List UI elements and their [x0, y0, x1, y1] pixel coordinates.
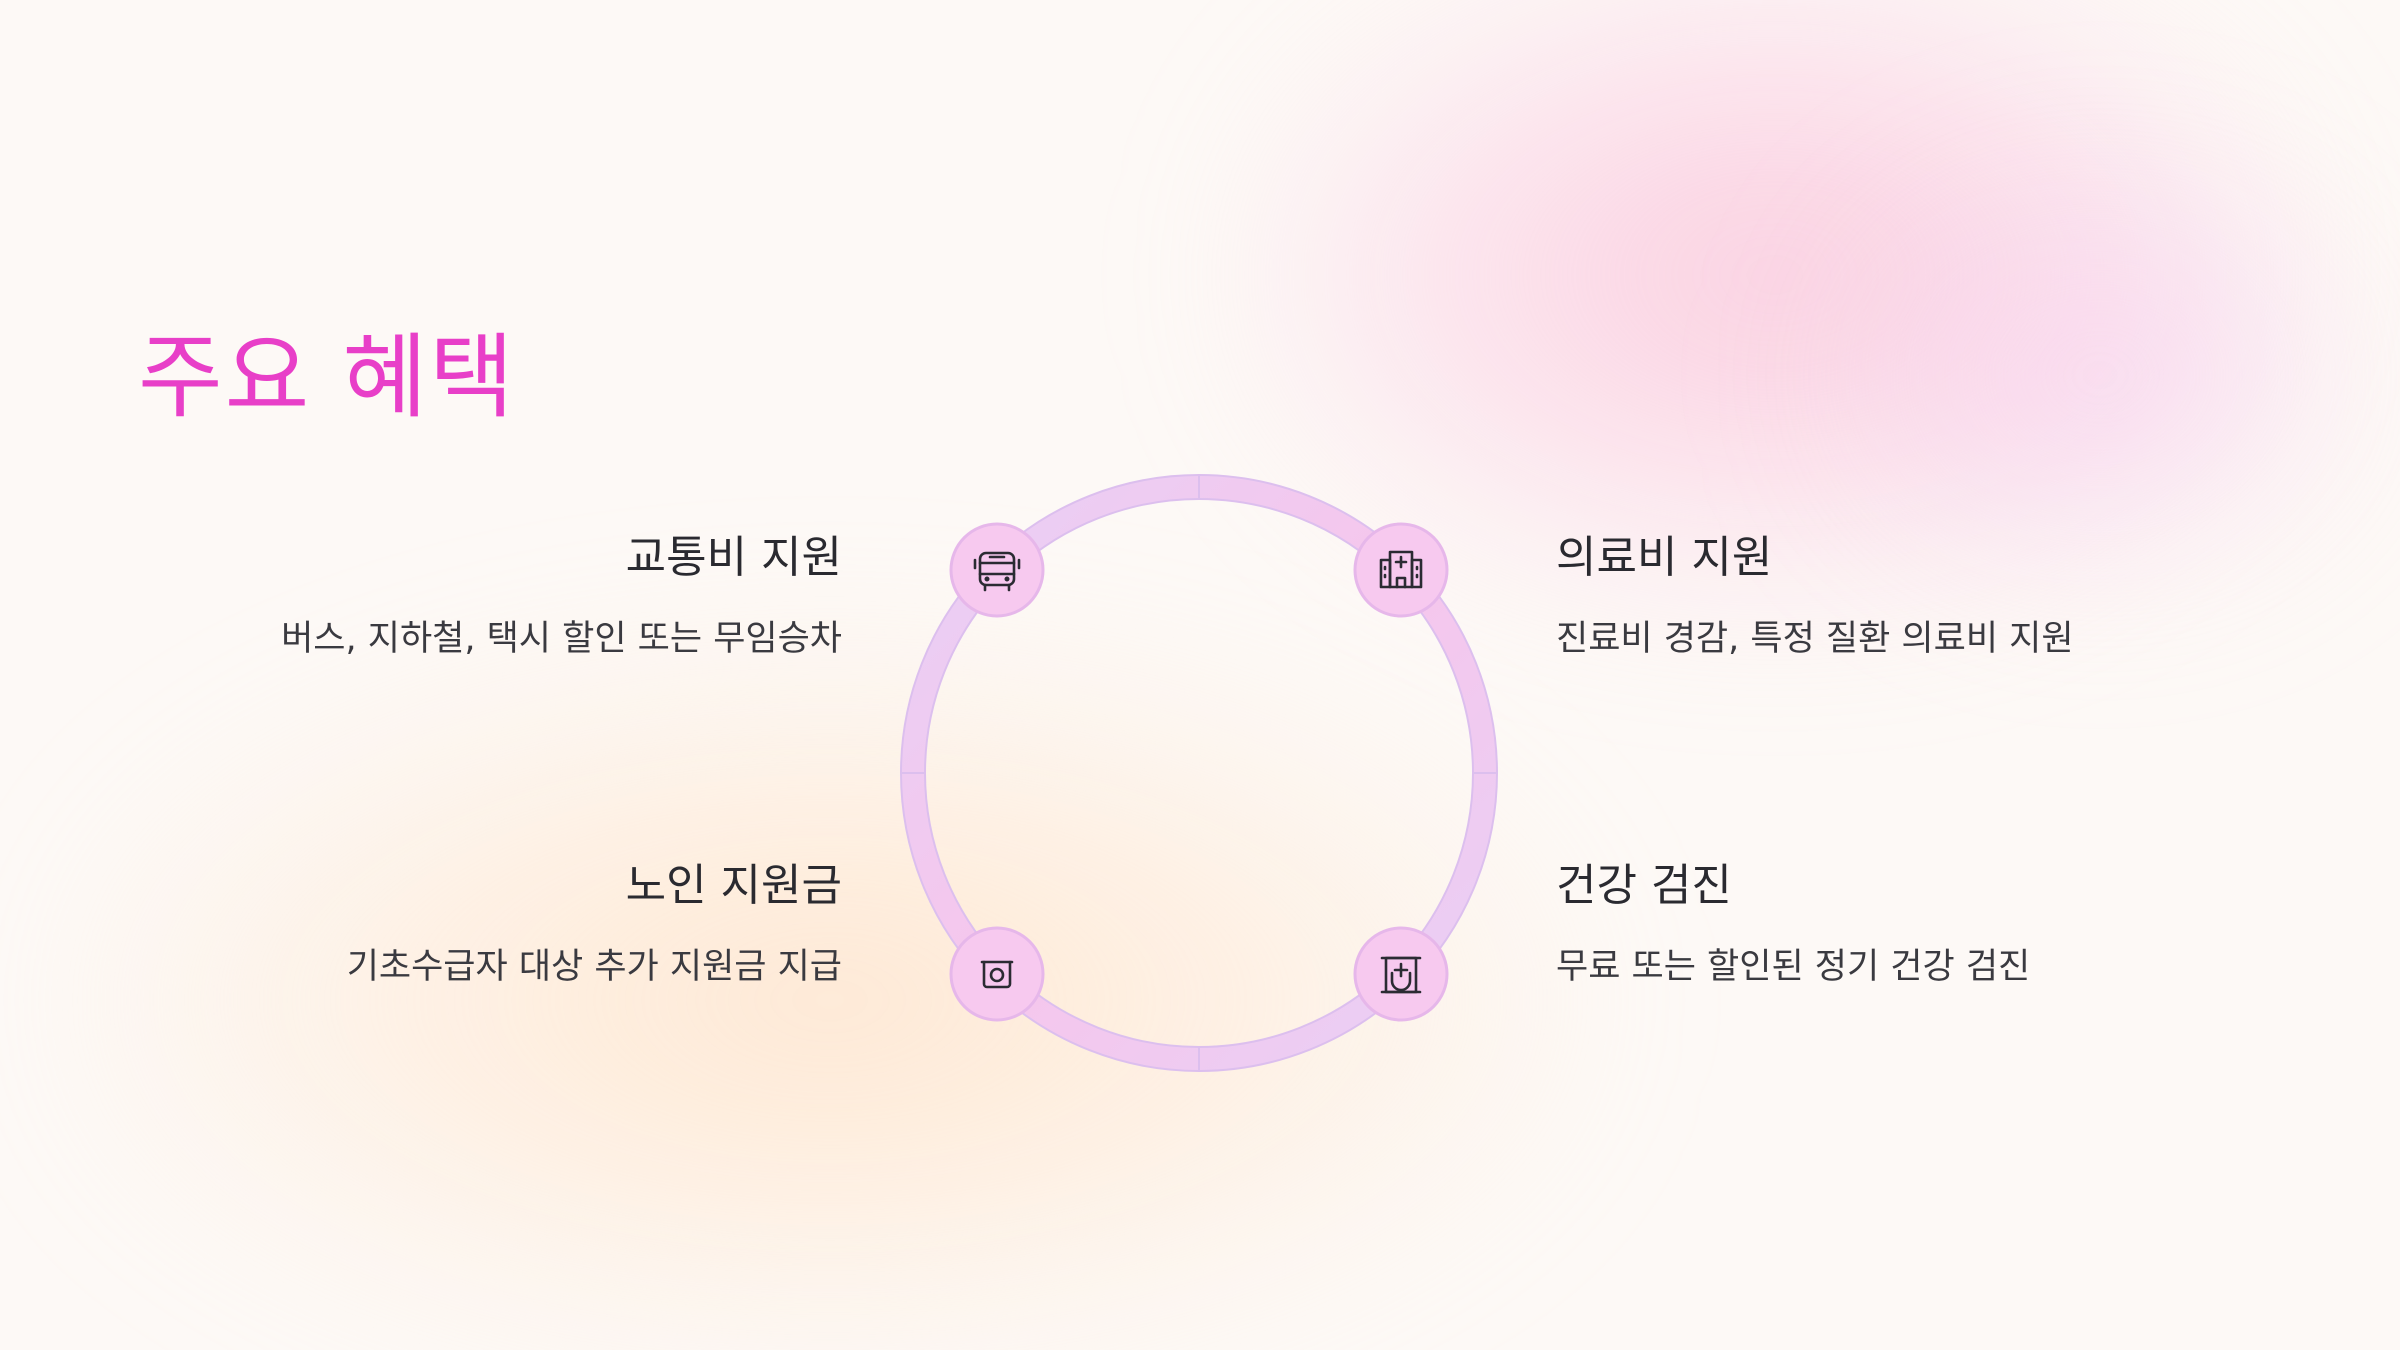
benefit-description: 진료비 경감, 특정 질환 의료비 지원 [1556, 619, 2074, 659]
benefit-title: 건강 검진 [1556, 860, 1732, 911]
page-title: 주요 혜택 [138, 323, 516, 431]
node-transport [949, 522, 1045, 618]
node-checkup [1353, 926, 1449, 1022]
benefit-title: 교통비 지원 [625, 532, 842, 583]
benefit-transport: 교통비 지원 버스, 지하철, 택시 할인 또는 무임승차 [142, 536, 842, 657]
benefit-description: 무료 또는 할인된 정기 건강 검진 [1556, 947, 2031, 987]
cycle-ring [900, 474, 1498, 1072]
benefit-checkup: 건강 검진 무료 또는 할인된 정기 건강 검진 [1556, 864, 2256, 985]
benefit-description: 버스, 지하철, 택시 할인 또는 무임승차 [281, 619, 842, 659]
background-glow-lilac [1800, 150, 2400, 600]
health-checkup-icon [1380, 956, 1422, 994]
benefit-title: 의료비 지원 [1556, 532, 1773, 583]
bus-icon [973, 551, 1021, 592]
money-icon [980, 960, 1014, 989]
benefit-allowance: 노인 지원금 기초수급자 대상 추가 지원금 지급 [142, 864, 842, 985]
benefit-description: 기초수급자 대상 추가 지원금 지급 [346, 947, 842, 987]
hospital-icon [1379, 550, 1423, 589]
background-glow-peach [80, 650, 1580, 1350]
node-medical [1353, 522, 1449, 618]
benefit-title: 노인 지원금 [625, 860, 842, 911]
node-allowance [949, 926, 1045, 1022]
benefit-medical: 의료비 지원 진료비 경감, 특정 질환 의료비 지원 [1556, 536, 2256, 657]
